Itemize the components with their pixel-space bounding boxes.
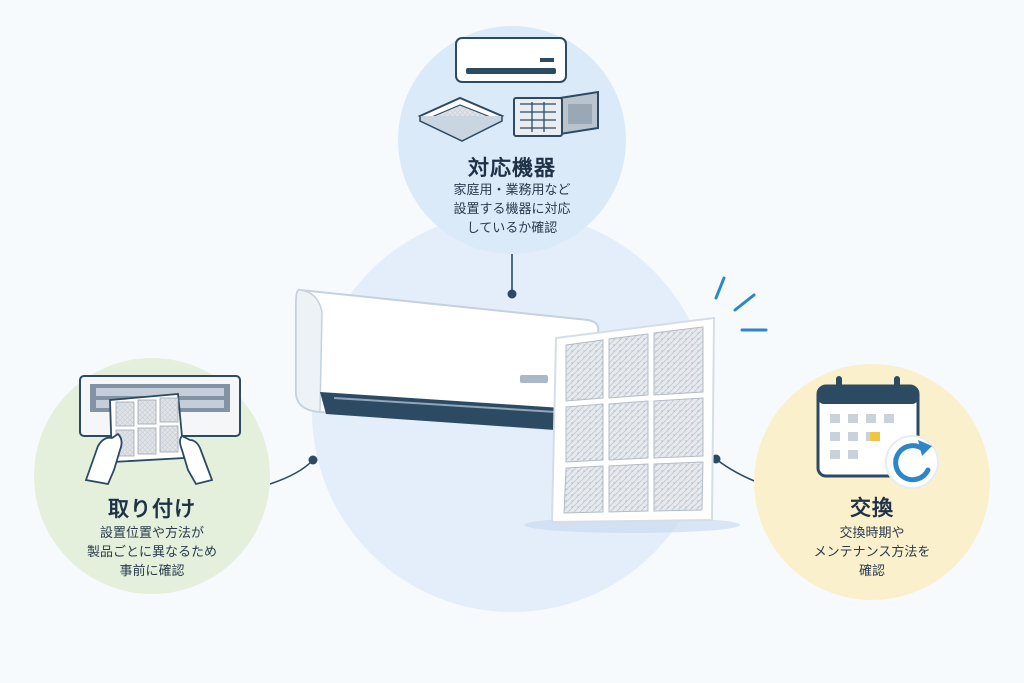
- wall-ac-icon: [455, 37, 567, 83]
- left-node-title: 取り付け: [108, 497, 196, 521]
- air-filter-icon: [524, 316, 740, 533]
- right-node-line: メンテナンス方法を: [813, 545, 931, 560]
- outdoor-unit-icon: [513, 90, 599, 137]
- top-node-line: 家庭用・業務用など: [453, 183, 571, 198]
- ceiling-cassette-ac-icon: [417, 96, 505, 142]
- left-node-line: 事前に確認: [119, 564, 185, 579]
- calendar-refresh-icon: [816, 376, 939, 489]
- right-node-line: 確認: [858, 564, 885, 579]
- left-node-description: 設置位置や方法が 製品ごとに異なるため 事前に確認: [42, 524, 262, 581]
- left-node-line: 製品ごとに異なるため: [86, 545, 217, 560]
- connector-dot-top: [507, 289, 517, 299]
- left-node-line: 設置位置や方法が: [99, 526, 204, 541]
- top-node-line: 設置する機器に対応: [453, 202, 571, 217]
- connector-dot-right: [711, 454, 721, 464]
- shine-marks-icon: [714, 276, 768, 332]
- right-node-title: 交換: [850, 496, 894, 520]
- top-circle: [398, 26, 626, 254]
- air-conditioner-icon: [295, 288, 600, 432]
- connector-dot-left: [308, 455, 318, 465]
- top-node-title: 対応機器: [468, 156, 556, 180]
- right-node-description: 交換時期や メンテナンス方法を 確認: [772, 524, 972, 581]
- top-node-line: しているか確認: [466, 221, 558, 236]
- hands-installing-filter-icon: [79, 375, 241, 486]
- right-circle: [754, 364, 990, 600]
- top-node-description: 家庭用・業務用など 設置する機器に対応 しているか確認: [412, 181, 612, 238]
- right-node-line: 交換時期や: [839, 526, 905, 541]
